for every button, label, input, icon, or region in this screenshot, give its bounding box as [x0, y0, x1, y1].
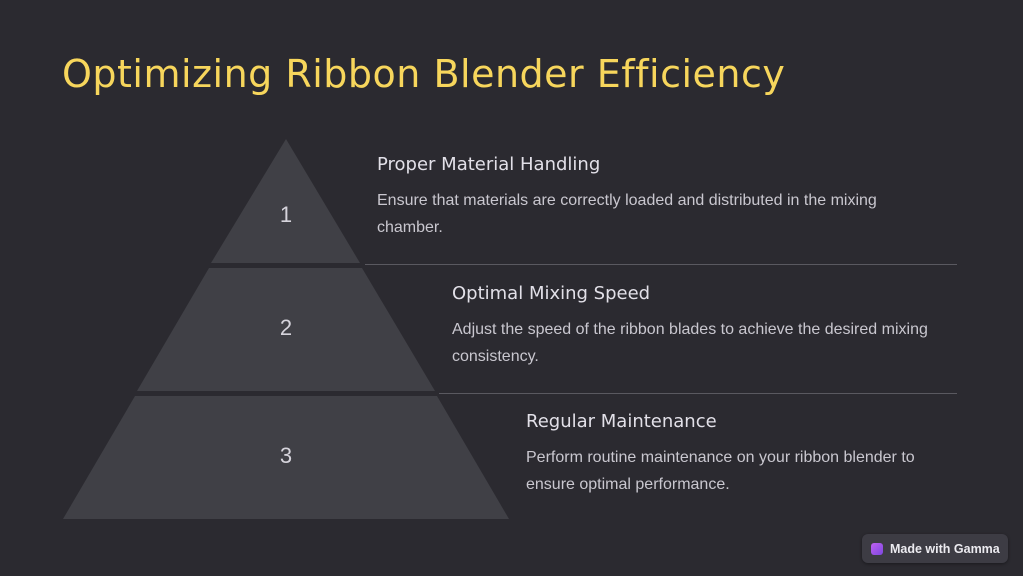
level-number-3: 3	[279, 443, 293, 468]
level-3-heading: Regular Maintenance	[526, 411, 717, 432]
level-2-description: Adjust the speed of the ribbon blades to…	[452, 321, 928, 365]
divider-2	[439, 393, 957, 394]
badge-label: Made with Gamma	[890, 541, 1000, 556]
page-title: Optimizing Ribbon Blender Efficiency	[62, 52, 786, 96]
pyramid-level-2	[137, 268, 435, 391]
level-number-1: 1	[279, 202, 293, 227]
gamma-logo-icon	[871, 542, 883, 555]
pyramid-level-3	[63, 396, 509, 519]
level-1-heading: Proper Material Handling	[377, 154, 601, 175]
level-1-description: Ensure that materials are correctly load…	[377, 192, 877, 236]
made-with-gamma-badge[interactable]: Made with Gamma	[862, 534, 1008, 563]
level-2-heading: Optimal Mixing Speed	[452, 283, 651, 304]
level-1-content: Proper Material Handling Ensure that mat…	[377, 154, 917, 241]
divider-1	[365, 264, 957, 265]
level-3-content: Regular Maintenance Perform routine main…	[526, 411, 916, 498]
pyramid-level-1	[211, 139, 360, 263]
level-2-content: Optimal Mixing Speed Adjust the speed of…	[452, 283, 952, 370]
level-3-description: Perform routine maintenance on your ribb…	[526, 449, 915, 493]
level-number-2: 2	[279, 315, 293, 340]
